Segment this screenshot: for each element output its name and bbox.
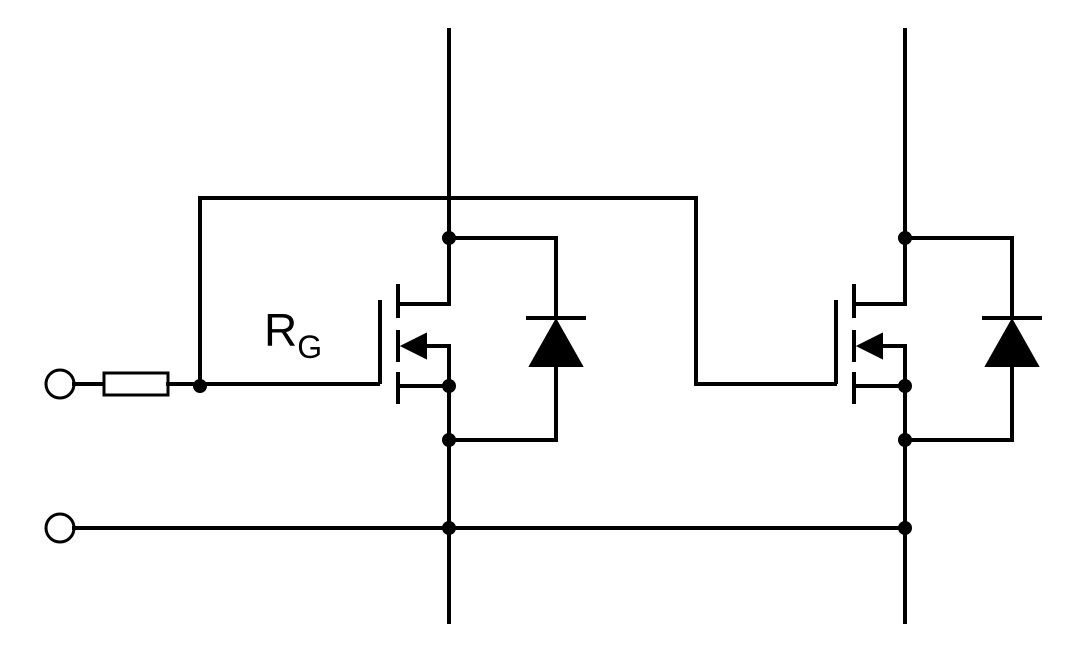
- left-bus-junction: [442, 521, 456, 535]
- left-diode-top-wire: [447, 236, 558, 320]
- left-body-arrow: [399, 332, 427, 360]
- gate-resistor: [102, 371, 170, 397]
- source-input-terminal: [44, 512, 76, 544]
- left-lower-junction: [442, 433, 456, 447]
- left-diode-triangle: [528, 317, 584, 367]
- gate-input-terminal: [44, 368, 76, 400]
- right-bus-junction: [898, 521, 912, 535]
- resistor-label: RG: [264, 304, 322, 365]
- right-diode-bottom-wire: [903, 364, 1014, 442]
- gate-bus: [198, 196, 837, 386]
- left-source-junction: [442, 379, 456, 393]
- right-source-junction: [898, 379, 912, 393]
- left-diode-bottom-wire: [447, 364, 558, 442]
- resistor-label-main: R: [264, 304, 297, 356]
- right-lower-junction: [898, 433, 912, 447]
- resistor-label-subscript: G: [297, 329, 322, 365]
- left-drain-junction: [442, 231, 456, 245]
- gate-junction: [193, 379, 207, 393]
- right-diode-top-wire: [903, 236, 1014, 320]
- right-diode-triangle: [984, 317, 1040, 367]
- right-body-arrow: [855, 332, 883, 360]
- right-drain-junction: [898, 231, 912, 245]
